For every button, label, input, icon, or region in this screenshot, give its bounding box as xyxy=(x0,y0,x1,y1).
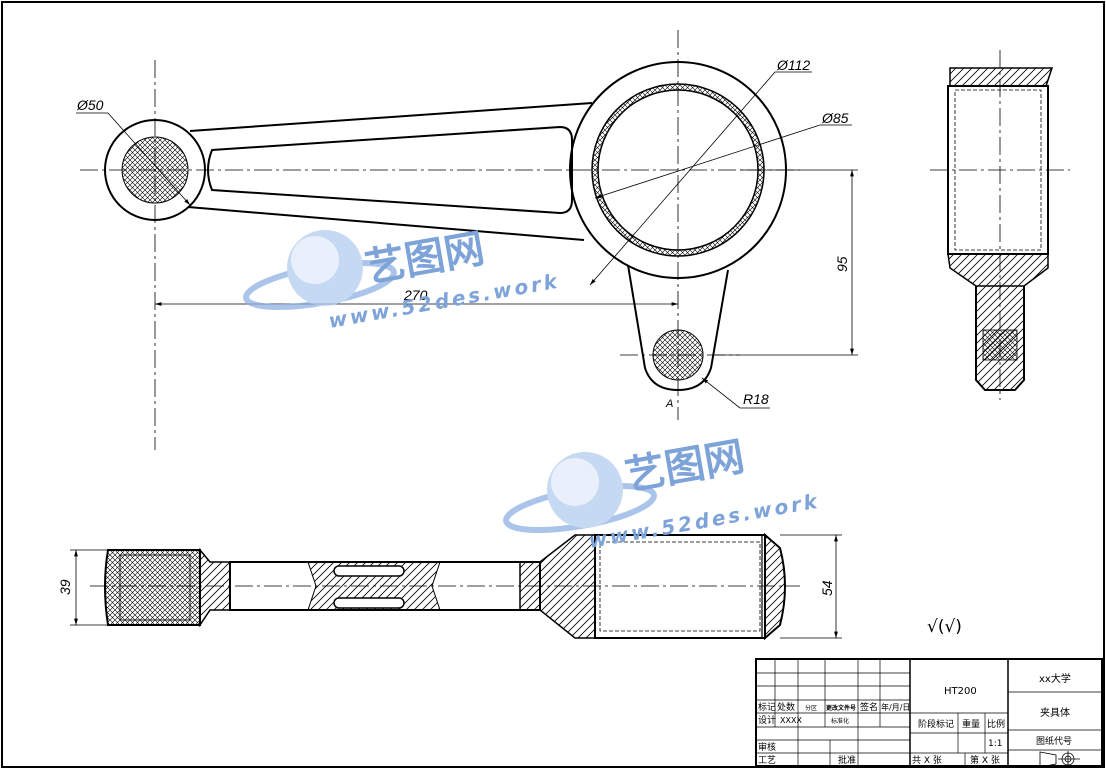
front-view xyxy=(80,30,800,450)
side-view xyxy=(930,50,1070,400)
watermark-brand-1: 艺图网 xyxy=(362,226,488,292)
sign-label: 签名 xyxy=(860,701,878,713)
title-block xyxy=(755,658,1103,768)
stage-label: 阶段标记 xyxy=(918,718,954,730)
process-label: 工艺 xyxy=(758,755,776,766)
scale-label: 比例 xyxy=(987,718,1005,730)
front-view-dimensions xyxy=(76,71,858,409)
dim-54: 54 xyxy=(819,580,835,596)
part-name: 夹具体 xyxy=(1040,706,1070,719)
sheet-no: 第 X 张 xyxy=(970,754,1000,766)
dim-270: 270 xyxy=(403,287,428,303)
mark-label: 标记 xyxy=(758,701,776,713)
dim-39: 39 xyxy=(57,579,73,595)
dim-d85: Ø85 xyxy=(821,110,849,126)
weight-label: 重量 xyxy=(962,718,980,730)
date-label: 年/月/日 xyxy=(881,702,910,712)
sheets-total: 共 X 张 xyxy=(912,755,942,766)
watermark-logo-1 xyxy=(243,230,397,310)
design-value: XXXX xyxy=(780,716,802,725)
section-view xyxy=(90,532,800,641)
dim-r18: R18 xyxy=(743,391,769,407)
zone-label: 分区 xyxy=(805,704,817,712)
standard-label: 标准化 xyxy=(831,717,849,725)
school-name: xx大学 xyxy=(1039,672,1071,685)
dim-d112: Ø112 xyxy=(776,57,810,73)
review-label: 审核 xyxy=(758,741,776,753)
projection-symbol-icon xyxy=(1039,751,1080,768)
design-label: 设计 xyxy=(758,714,776,726)
watermark-logo-2 xyxy=(503,452,657,533)
roughness-symbol: √(√) xyxy=(927,617,962,637)
section-view-dimensions xyxy=(70,534,842,639)
count-label: 处数 xyxy=(777,701,795,713)
material: HT200 xyxy=(944,686,977,697)
dim-95: 95 xyxy=(834,256,850,272)
scale-value: 1:1 xyxy=(988,739,1002,749)
approve-label: 批准 xyxy=(838,754,856,766)
view-label-a: A xyxy=(665,398,673,410)
change-doc-label: 更改文件号 xyxy=(826,704,856,712)
watermark-brand-2: 艺图网 xyxy=(622,434,748,500)
dim-d50: Ø50 xyxy=(76,97,104,113)
drawing-no-label: 图纸代号 xyxy=(1036,735,1072,747)
